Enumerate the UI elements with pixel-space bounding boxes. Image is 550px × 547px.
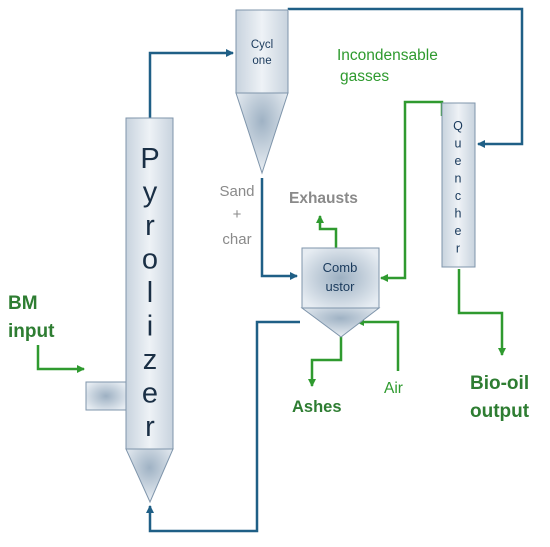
cyclone-label-line-1: Cycl [251,39,273,51]
pipe-sand-char-to-combustor [260,178,298,280]
bm-input-label-line-1: BM [8,293,38,314]
quencher-label-letter: e [455,224,462,238]
pyrolizer-label-letter: o [142,244,158,276]
bio-oil-output-label-line-1: Bio-oil [470,373,529,394]
combustor-label-line-2: ustor [326,279,356,294]
combustor-cone [300,307,381,338]
pyrolizer-label-letter: r [145,210,155,242]
pyrolizer-label-letter: y [143,177,158,209]
pipe-combustor-to-exhausts [316,215,338,248]
cyclone-body [235,9,289,94]
cyclone-cone [235,92,289,175]
combustor-body [301,247,380,309]
pipe-quencher-to-bio-oil [457,269,506,356]
combustor-label-line-1: Comb [323,260,358,275]
exhausts-label: Exhausts [289,190,358,207]
pyrolizer-label-letter: l [147,277,153,309]
bio-oil-output-label-line-2: output [470,401,530,422]
pyrolizer-body [125,117,174,450]
pyrolizer-feeder [85,381,127,411]
pipe-cyclone-to-quencher [287,7,524,148]
sand-char-label-line-2: + [233,206,242,223]
pipe-bm-input [36,345,85,373]
quencher-label-letter: r [456,242,460,256]
incondensable-gasses-label-line-1: Incondensable [337,47,438,64]
quencher-label-letter: n [455,172,462,186]
pipe-air-to-combustor [356,318,400,371]
quencher-label-letter: c [455,189,461,203]
quencher-label-letter: Q [453,119,463,133]
pyrolizer-label-letter: i [147,311,153,343]
pyrolizer-label-letter: P [140,143,159,175]
air-label: Air [384,380,403,397]
pyrolizer-label-letter: e [142,378,158,410]
pipe-pyrolizer-to-cyclone [148,49,234,118]
pyrolizer-cone [125,448,174,504]
cyclone-label-line-2: one [252,55,271,67]
quencher-label-letter: e [455,154,462,168]
cyclone-unit: Cycl one [235,9,289,175]
pipe-incondensable-gasses-to-combustor [380,100,444,282]
quencher-label-letter: h [455,207,462,221]
quencher-label-letter: u [455,137,462,151]
pipe-combustor-to-ashes [308,336,343,387]
quencher-body [441,102,476,268]
pipe-combustor-to-pyrolizer [146,320,300,533]
sand-char-label-line-1: Sand [219,183,254,200]
ashes-label: Ashes [292,398,342,416]
sand-char-label-line-3: char [222,231,251,248]
pyrolizer-label-letter: z [143,344,158,376]
bm-input-label-line-2: input [8,321,55,342]
combustor-unit: Comb ustor [300,247,381,338]
pyrolizer-label-letter: r [145,411,155,443]
incondensable-gasses-label-line-2: gasses [340,68,389,85]
